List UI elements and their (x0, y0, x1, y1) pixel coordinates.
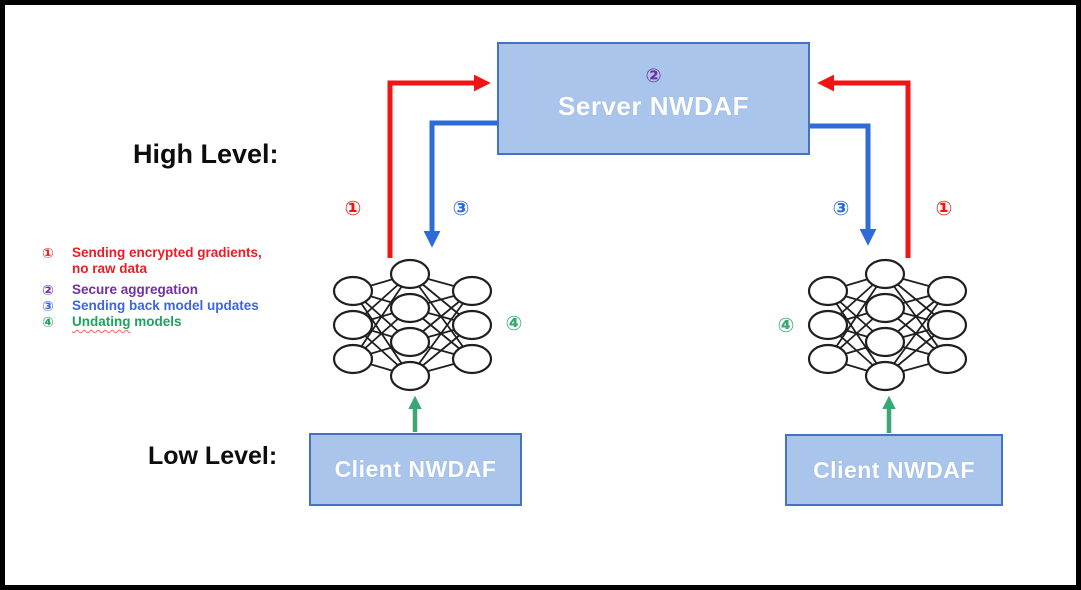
legend-num-4: ④ (42, 314, 54, 330)
client-nwdaf-box-right: Client NWDAF (785, 434, 1003, 506)
legend-text-1: Sending encrypted gradients,no raw data (72, 245, 262, 276)
low-level-title: Low Level: (148, 442, 278, 470)
client-nwdaf-label-left: Client NWDAF (334, 456, 497, 482)
step-4-label-right: ④ (777, 315, 795, 337)
legend-text-3: Sending back model updates (72, 298, 259, 313)
client-nwdaf-box-left: Client NWDAF (309, 433, 522, 506)
step-1-label-right: ① (935, 198, 953, 220)
arrow-gradients-right (817, 74, 911, 258)
step-4-label-left: ④ (505, 313, 523, 335)
misspelled-word: Undating (72, 314, 131, 329)
arrow-updates-right (809, 123, 877, 246)
legend-text-2: Secure aggregation (72, 282, 199, 297)
legend-item-4: ④ Undating models (42, 314, 328, 330)
client-nwdaf-label-right: Client NWDAF (813, 456, 975, 483)
neural-network-left (332, 258, 493, 392)
legend-num-1: ① (42, 245, 54, 261)
step-1-label-left: ① (344, 198, 362, 220)
server-nwdaf-box: ② Server NWDAF (497, 42, 810, 155)
legend-text-4: Undating models (72, 314, 182, 329)
arrow-gradients-left (387, 74, 491, 258)
step-3-label-right: ③ (832, 198, 850, 220)
legend-item-3: ③ Sending back model updates (42, 298, 328, 314)
server-nwdaf-label: Server NWDAF (558, 91, 749, 121)
high-level-title: High Level: (133, 139, 279, 169)
legend: ① Sending encrypted gradients,no raw dat… (42, 245, 328, 330)
arrow-updates-left (423, 120, 499, 248)
legend-num-3: ③ (42, 298, 54, 314)
legend-num-2: ② (42, 282, 54, 298)
step-3-label-left: ③ (452, 198, 470, 220)
legend-item-1: ① Sending encrypted gradients,no raw dat… (42, 245, 328, 277)
legend-item-2: ② Secure aggregation (42, 282, 328, 298)
neural-network-right (807, 258, 968, 392)
step-2-badge: ② (645, 66, 662, 87)
